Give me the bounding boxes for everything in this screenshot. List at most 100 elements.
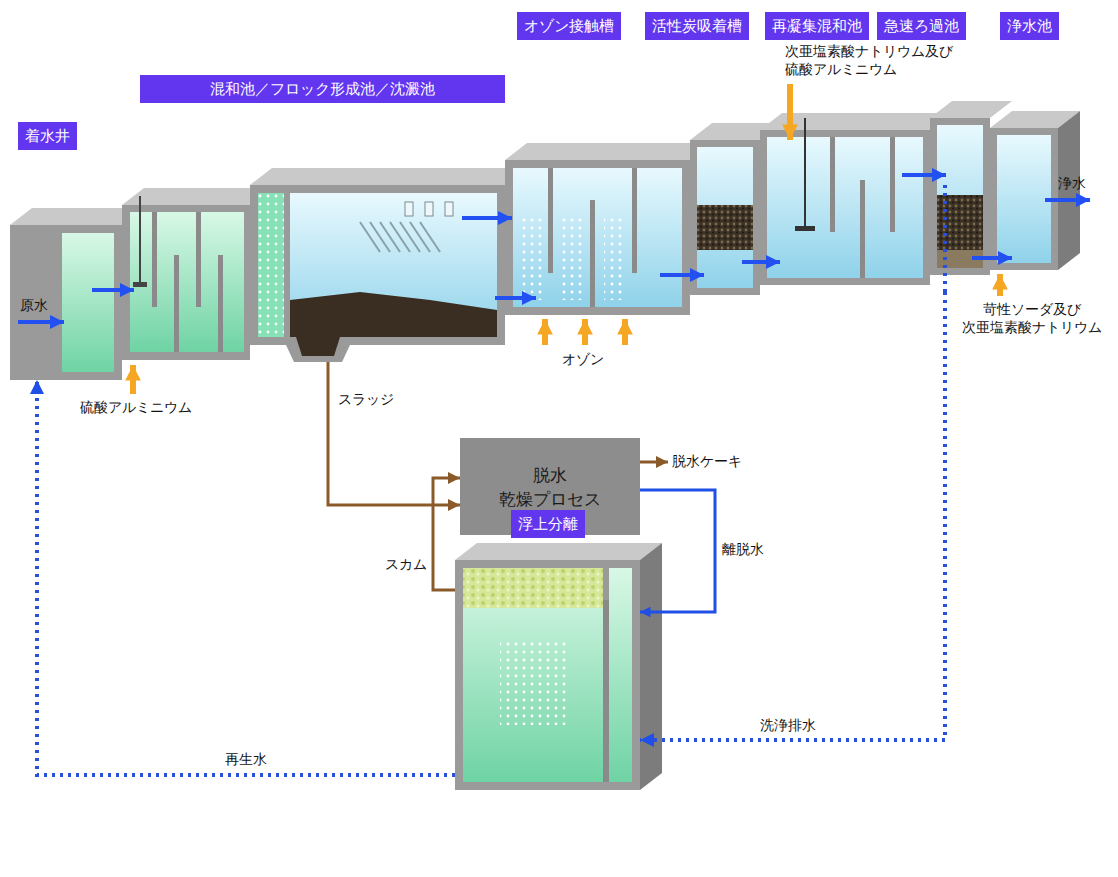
sedimentation-basin [425, 202, 433, 216]
annotation-label: オゾン [562, 350, 604, 368]
sedimentation-basin [258, 193, 284, 337]
chemical-arrows [787, 84, 793, 140]
flow-arrows [462, 216, 512, 220]
annotation-label: 硫酸アルミニウム [80, 398, 192, 416]
recoagulation-tank [890, 137, 895, 232]
sedimentation-basin [380, 222, 400, 252]
mixing-basin [122, 205, 250, 360]
flow-arrows [18, 320, 64, 324]
recoagulation-tank [804, 118, 806, 230]
chemical-arrows [542, 319, 548, 345]
flow-arrows [1045, 198, 1090, 202]
chemical-arrows [622, 319, 628, 345]
sedimentation-basin [410, 222, 430, 252]
washwater-line [640, 292, 945, 740]
carbon-tank [690, 140, 760, 295]
edge-label: 離脱水 [722, 540, 764, 558]
tank-node: 活性炭吸着槽 [645, 12, 749, 40]
ozone-tank [505, 160, 690, 315]
sedimentation-basin [250, 168, 527, 362]
mixing-basin [152, 212, 157, 307]
flow-arrows [660, 273, 704, 277]
filter-tank [937, 125, 983, 268]
process-label: 脱水 乾燥プロセス [499, 463, 601, 511]
mixing-basin [218, 255, 223, 352]
mixing-basin [130, 212, 244, 352]
mixing-basin [174, 255, 179, 352]
flow-arrows [18, 175, 1090, 322]
carbon-tank [697, 147, 753, 288]
filter-tank [943, 185, 947, 292]
flotation-tank [640, 543, 662, 790]
stage-header: 急速ろ過池 [877, 12, 966, 40]
flow-arrows [902, 173, 946, 177]
flow-arrows [972, 256, 1012, 260]
tank-node: 混和池／フロック形成池／沈澱池 [122, 75, 505, 362]
tank-node: 着水井 [10, 122, 122, 380]
ozone-tank [604, 215, 624, 300]
chemical-arrows [133, 84, 1000, 394]
ozone-tank [505, 143, 712, 160]
sedimentation-basin [250, 185, 505, 345]
edge-label: 再生水 [225, 750, 267, 768]
flotation-tank [463, 568, 603, 608]
sedimentation-basin [360, 222, 380, 252]
recoagulation-tank [795, 226, 815, 231]
annotation-label: 原水 [20, 296, 48, 314]
sedimentation-basin [400, 222, 420, 252]
stage-header: 浄水池 [1000, 12, 1059, 40]
chemical-arrows [582, 319, 588, 345]
flotation-tank [463, 568, 603, 782]
recoagulation-tank [860, 180, 865, 278]
carbon-tank [697, 205, 753, 250]
ozone-tank [505, 143, 712, 315]
chemical-arrows [997, 274, 1003, 296]
ozone-tank [590, 200, 595, 307]
stage-header: 再凝集混和池 [765, 12, 869, 40]
sedimentation-basin [445, 202, 453, 216]
mixing-basin [122, 188, 272, 205]
sedimentation-basin [405, 202, 413, 216]
flow-arrows [495, 296, 536, 300]
sedimentation-basin [250, 168, 527, 185]
recoagulation-tank [760, 130, 930, 285]
mixing-basin [139, 196, 141, 285]
flow-arrows [742, 260, 780, 264]
stage-header: オゾン接触槽 [517, 12, 621, 40]
sedimentation-basin [370, 222, 390, 252]
tank-node: オゾン接触槽 [517, 12, 621, 40]
sedimentation-basin [420, 222, 440, 252]
annotation-label: 苛性ソーダ及び 次亜塩素酸ナトリウム [962, 300, 1102, 336]
sedimentation-basin [290, 193, 497, 337]
sedimentation-basin [390, 222, 410, 252]
cake-arrow [640, 461, 668, 464]
edge-label: 洗浄排水 [760, 716, 816, 734]
flotation-tank [455, 560, 640, 790]
scum-line [433, 478, 460, 590]
sedimentation-basin [296, 337, 340, 356]
flotation-tank [500, 640, 570, 725]
ozone-tank [522, 215, 542, 300]
flotation-tank [455, 543, 662, 560]
receiving-well [10, 225, 122, 380]
flotation-tank [609, 568, 632, 782]
edge-label: スカム [385, 555, 427, 573]
flotation-tank [455, 543, 662, 790]
flow-arrows [92, 288, 134, 292]
ozone-tank [513, 168, 682, 307]
sedimentation-basin [360, 222, 440, 252]
recoagulation-tank [767, 137, 923, 278]
stage-header: 活性炭吸着槽 [645, 12, 749, 40]
receiving-well [62, 233, 114, 372]
ozone-tank [632, 168, 637, 273]
chemical-arrows [130, 365, 136, 394]
water-line [640, 490, 715, 612]
ozone-tank [562, 215, 582, 300]
cake-arrow [640, 462, 668, 463]
mixing-basin [133, 282, 147, 287]
clear-well [997, 135, 1051, 263]
sludge-line [328, 362, 460, 505]
mixing-basin [196, 212, 201, 307]
